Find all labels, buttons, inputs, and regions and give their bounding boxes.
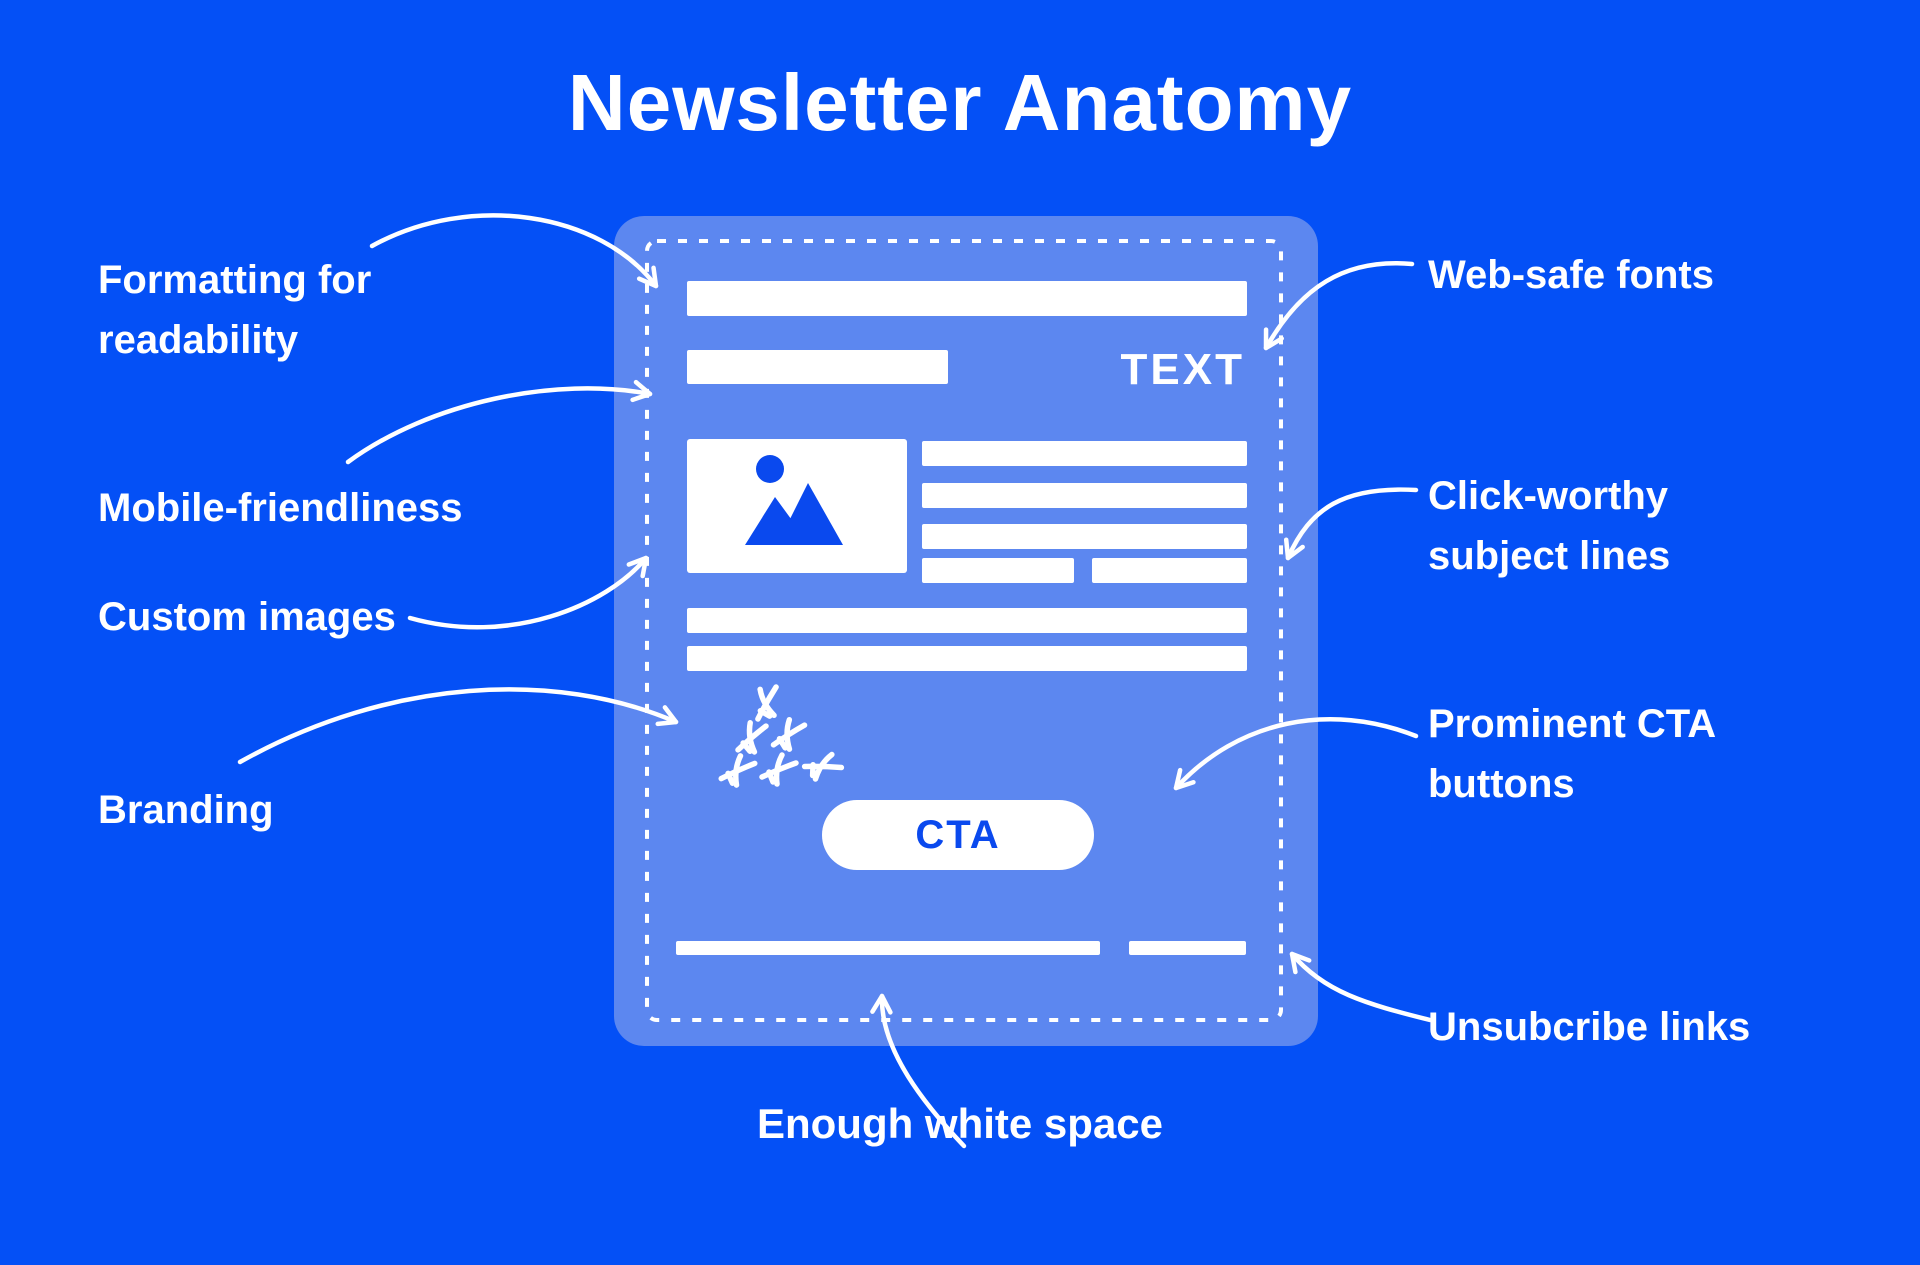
paragraph-bar [687,646,1247,671]
page-title: Newsletter Anatomy [567,58,1353,147]
body-line-bar [922,441,1247,466]
image-placeholder [687,439,907,573]
body-line-bar [922,558,1074,583]
footer-bar [676,941,1100,955]
body-line-bar [922,483,1247,508]
annotation-click-worthy: Click-worthy subject lines [1428,466,1670,586]
annotation-prominent-cta: Prominent CTA buttons [1428,694,1716,814]
annotation-click-worthy-line1: Click-worthy [1428,474,1669,518]
annotation-branding: Branding [98,788,274,832]
paragraph-bar [687,608,1247,633]
annotation-web-safe-fonts: Web-safe fonts [1428,253,1714,297]
body-line-bar [1092,558,1247,583]
annotation-prominent-cta-line2: buttons [1428,762,1575,806]
annotation-formatting-line1: Formatting for [98,258,372,302]
headline-bar [687,281,1247,316]
annotation-click-worthy-line2: subject lines [1428,534,1671,578]
image-placeholder-icon [745,455,843,545]
footer-unsubscribe-bar [1129,941,1246,955]
annotation-custom-images: Custom images [98,595,396,639]
arrow-branding [237,687,679,765]
annotation-formatting: Formatting for readability [98,250,371,370]
cta-button: CTA [822,800,1094,870]
annotation-white-space: Enough white space [756,1100,1164,1147]
subheadline-bar [687,350,948,384]
annotation-prominent-cta-line1: Prominent CTA [1428,702,1717,746]
arrow-custom-images [407,555,649,630]
annotation-unsubscribe: Unsubcribe links [1428,1005,1751,1049]
arrow-mobile [345,379,653,465]
text-placeholder-label: TEXT [1120,345,1245,394]
annotation-formatting-line2: readability [98,318,299,362]
annotation-mobile: Mobile-friendliness [98,486,463,530]
body-line-bar [922,524,1247,549]
cta-button-label: CTA [915,812,1001,857]
